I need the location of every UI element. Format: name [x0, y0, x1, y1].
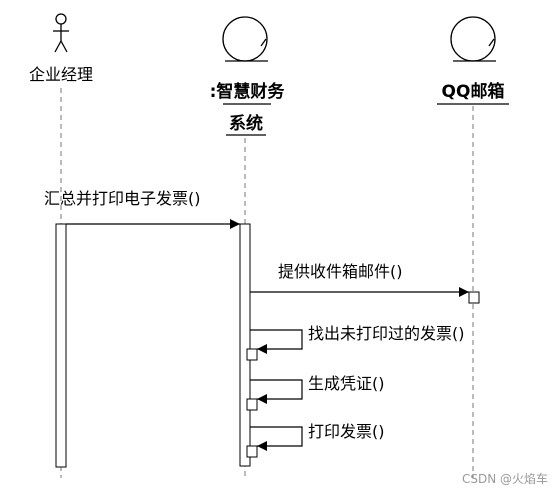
participant-manager: 企业经理	[29, 13, 93, 84]
message-arrow-4	[250, 379, 303, 404]
participant-system: :智慧财务 系统	[210, 16, 286, 136]
activation-manager	[55, 223, 67, 468]
watermark: CSDN @火焰车	[462, 471, 548, 486]
message-2: 提供收件箱邮件()	[250, 262, 469, 297]
participant-label-mail: QQ邮箱	[442, 81, 505, 102]
message-label-3: 找出未打印过的发票()	[308, 324, 465, 343]
message-arrow-3	[250, 329, 303, 354]
activation-self-1	[246, 348, 258, 361]
message-label-5: 打印发票()	[308, 422, 385, 441]
activation-self-3	[246, 445, 258, 458]
message-3: 找出未打印过的发票()	[250, 324, 465, 354]
actor-icon	[53, 13, 69, 53]
message-label-1: 汇总并打印电子发票()	[44, 189, 201, 208]
participant-mail: QQ邮箱	[437, 16, 509, 105]
participant-label-manager: 企业经理	[29, 65, 93, 84]
message-4: 生成凭证()	[250, 374, 385, 404]
message-label-2: 提供收件箱邮件()	[278, 262, 403, 281]
message-label-4: 生成凭证()	[308, 374, 385, 393]
activation-system	[239, 223, 251, 467]
entity-icon	[222, 16, 268, 62]
activation-self-2	[246, 398, 258, 411]
entity-icon	[450, 16, 496, 62]
message-arrow-5	[250, 426, 303, 451]
participant-label-system-line2: 系统	[229, 113, 263, 134]
message-5: 打印发票()	[250, 422, 385, 451]
activation-mail	[468, 291, 480, 304]
participant-label-system-line1: :智慧财务	[210, 81, 286, 102]
message-1: 汇总并打印电子发票()	[44, 189, 240, 229]
